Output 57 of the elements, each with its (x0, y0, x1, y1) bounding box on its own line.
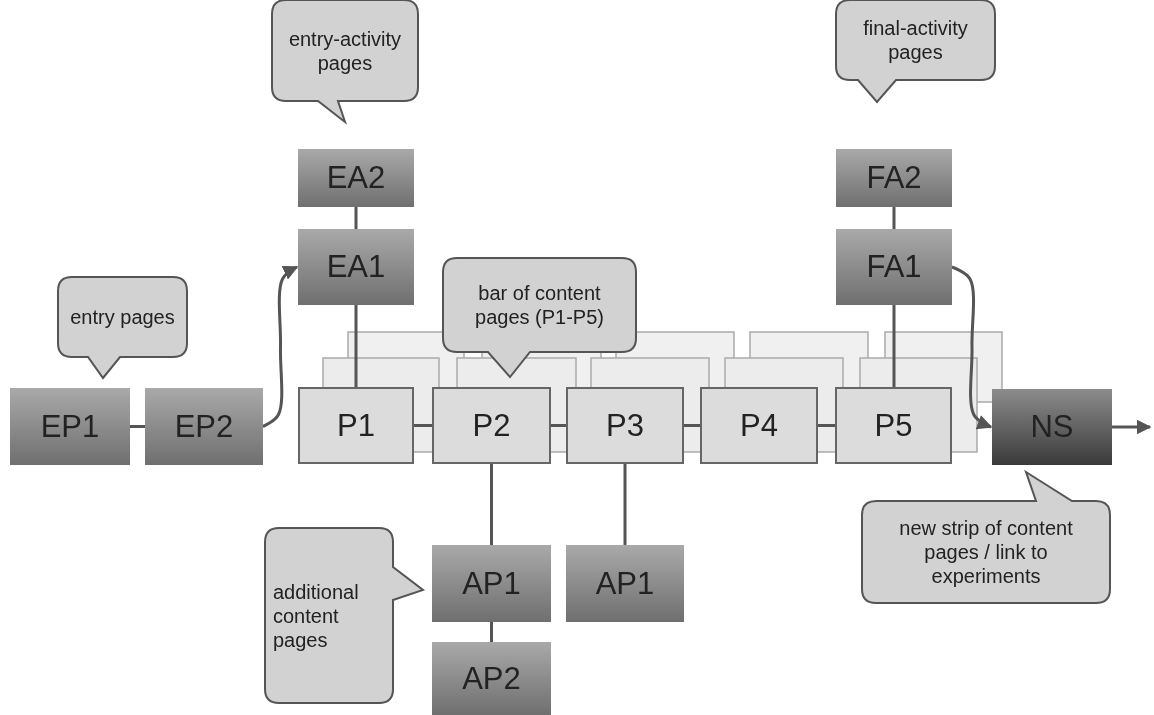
connector-line (414, 424, 432, 427)
page-box (432, 545, 551, 622)
page-box (700, 387, 818, 464)
box-label: P4 (740, 407, 778, 444)
connector-line (354, 305, 358, 387)
page-box (836, 149, 952, 207)
speech-bubble (836, 0, 995, 102)
callout-text: additional content pages (273, 579, 360, 652)
callout-text: final-activity pages (862, 16, 969, 64)
box-label: AP1 (462, 565, 521, 602)
page-box (432, 387, 551, 464)
speech-bubble (265, 528, 423, 703)
callout-text: entry pages (69, 305, 176, 329)
page-box (298, 149, 414, 207)
connector-line (684, 424, 700, 427)
page-box (432, 642, 551, 715)
box-label: EP2 (174, 408, 234, 445)
connector-line (623, 464, 627, 545)
page-box (145, 388, 263, 465)
page-box (298, 387, 414, 464)
arrow (1112, 419, 1152, 435)
box-label: P2 (472, 407, 511, 444)
page-box (835, 387, 952, 464)
page-box (566, 545, 684, 622)
connector-line (354, 207, 358, 229)
connector-line (818, 424, 835, 427)
arrow (262, 265, 299, 428)
box-label: NS (1030, 409, 1074, 445)
connector-line (892, 305, 896, 387)
page-box (836, 229, 952, 305)
box-label: AP1 (595, 565, 655, 602)
page-box (566, 387, 684, 464)
box-label: EA1 (326, 249, 386, 285)
callout-text: entry-activity pages (287, 26, 403, 75)
connector-line (490, 622, 493, 642)
page-box (298, 229, 414, 305)
page-box (10, 388, 130, 465)
box-label: P1 (337, 407, 375, 444)
box-label: EP1 (40, 408, 100, 445)
speech-bubble (58, 277, 187, 378)
box-label: FA2 (866, 160, 922, 196)
speech-bubble (443, 258, 636, 377)
callout-text: new strip of content pages / link to experiments (898, 516, 1074, 588)
box-label: FA1 (866, 249, 922, 285)
box-label: P5 (874, 407, 913, 444)
callout-text: bar of content pages (P1-P5) (474, 281, 605, 329)
connector-line (130, 425, 145, 428)
connector-line (490, 464, 493, 545)
box-label: EA2 (326, 160, 386, 196)
connector-line (551, 424, 566, 427)
arrow (951, 265, 993, 430)
speech-bubble (862, 472, 1110, 603)
connector-line (892, 207, 896, 229)
speech-bubble (272, 0, 418, 122)
page-box (992, 389, 1112, 465)
box-label: P3 (606, 407, 644, 444)
box-label: AP2 (462, 660, 521, 697)
